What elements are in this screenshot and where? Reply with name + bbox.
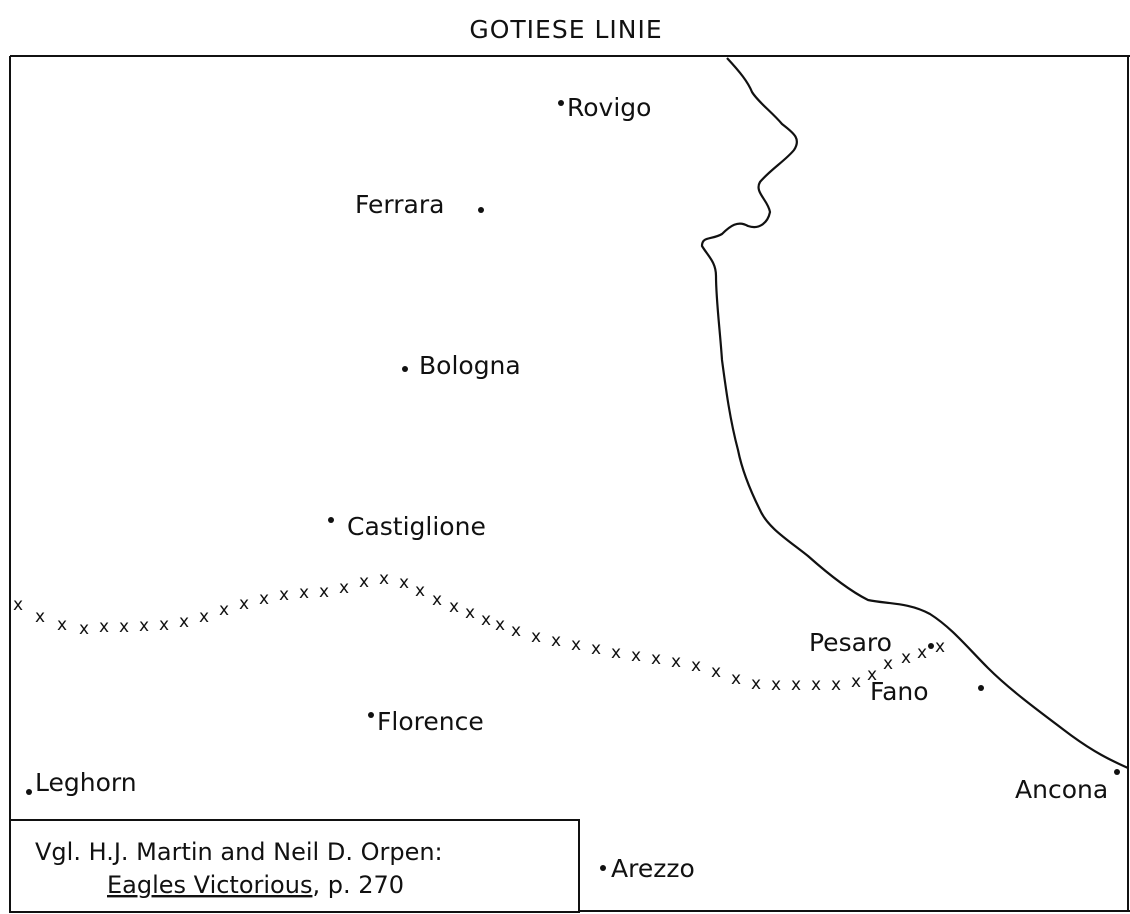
line-marker: x (571, 635, 581, 655)
city-label-fano: Fano (870, 677, 929, 706)
city-label-rovigo: Rovigo (567, 93, 651, 122)
line-marker: x (465, 603, 475, 623)
leghorn-dot (26, 789, 32, 795)
line-marker: x (935, 637, 945, 657)
line-marker: x (711, 662, 721, 682)
line-marker: x (57, 615, 67, 635)
source-line1: Vgl. H.J. Martin and Neil D. Orpen: (35, 838, 443, 866)
line-marker: x (731, 669, 741, 689)
line-marker: x (811, 675, 821, 695)
line-marker: x (883, 654, 893, 674)
line-marker: x (495, 615, 505, 635)
line-marker: x (917, 643, 927, 663)
city-label-arezzo: Arezzo (611, 854, 695, 883)
ferrara-dot (478, 207, 484, 213)
source-box: Vgl. H.J. Martin and Neil D. Orpen: Eagl… (9, 819, 580, 913)
city-label-ferrara: Ferrara (355, 190, 444, 219)
city-label-bologna: Bologna (419, 351, 521, 380)
line-marker: x (432, 590, 442, 610)
line-marker: x (259, 589, 269, 609)
line-marker: x (379, 569, 389, 589)
line-marker: x (831, 675, 841, 695)
city-label-florence: Florence (377, 707, 484, 736)
line-marker: x (531, 627, 541, 647)
source-box-frame (9, 819, 580, 913)
line-marker: x (511, 621, 521, 641)
line-marker: x (901, 648, 911, 668)
line-marker: x (867, 665, 877, 685)
line-marker: x (79, 619, 89, 639)
rovigo-dot (558, 100, 564, 106)
source-page: , p. 270 (312, 871, 404, 899)
line-marker: x (691, 656, 701, 676)
line-marker: x (339, 578, 349, 598)
line-marker: x (239, 594, 249, 614)
map-title: GOTIESE LINIE (469, 15, 662, 44)
line-marker: x (651, 649, 661, 669)
line-marker: x (99, 617, 109, 637)
line-marker: x (279, 585, 289, 605)
map-frame (9, 55, 1130, 912)
line-marker: x (13, 595, 23, 615)
line-marker: x (671, 652, 681, 672)
line-marker: x (299, 583, 309, 603)
line-marker: x (631, 646, 641, 666)
coastline (700, 57, 1129, 770)
line-marker: x (481, 610, 491, 630)
fano-dot (978, 685, 984, 691)
line-marker: x (119, 617, 129, 637)
bologna-dot (402, 366, 408, 372)
line-marker: x (199, 607, 209, 627)
line-marker: x (449, 597, 459, 617)
line-marker: x (319, 582, 329, 602)
florence-dot (368, 712, 374, 718)
source-book-title: Eagles Victorious (107, 871, 312, 899)
line-marker: x (851, 672, 861, 692)
line-marker: x (399, 573, 409, 593)
line-marker: x (219, 600, 229, 620)
castiglione-dot (328, 517, 334, 523)
line-marker: x (551, 631, 561, 651)
city-label-castiglione: Castiglione (347, 512, 486, 541)
city-dots (26, 100, 1120, 871)
line-marker: x (159, 615, 169, 635)
city-label-ancona: Ancona (1015, 775, 1108, 804)
line-marker: x (359, 572, 369, 592)
line-marker: x (791, 675, 801, 695)
line-marker: x (139, 616, 149, 636)
city-label-pesaro: Pesaro (809, 628, 892, 657)
ancona-dot (1114, 769, 1120, 775)
line-marker: x (415, 581, 425, 601)
line-marker: x (751, 674, 761, 694)
source-line2: Eagles Victorious, p. 270 (107, 871, 404, 899)
pesaro-dot (928, 643, 934, 649)
line-marker: x (611, 643, 621, 663)
city-label-leghorn: Leghorn (35, 768, 137, 797)
arezzo-dot (600, 865, 606, 871)
line-marker: x (771, 675, 781, 695)
line-marker: x (179, 612, 189, 632)
line-marker: x (591, 639, 601, 659)
line-marker: x (35, 607, 45, 627)
